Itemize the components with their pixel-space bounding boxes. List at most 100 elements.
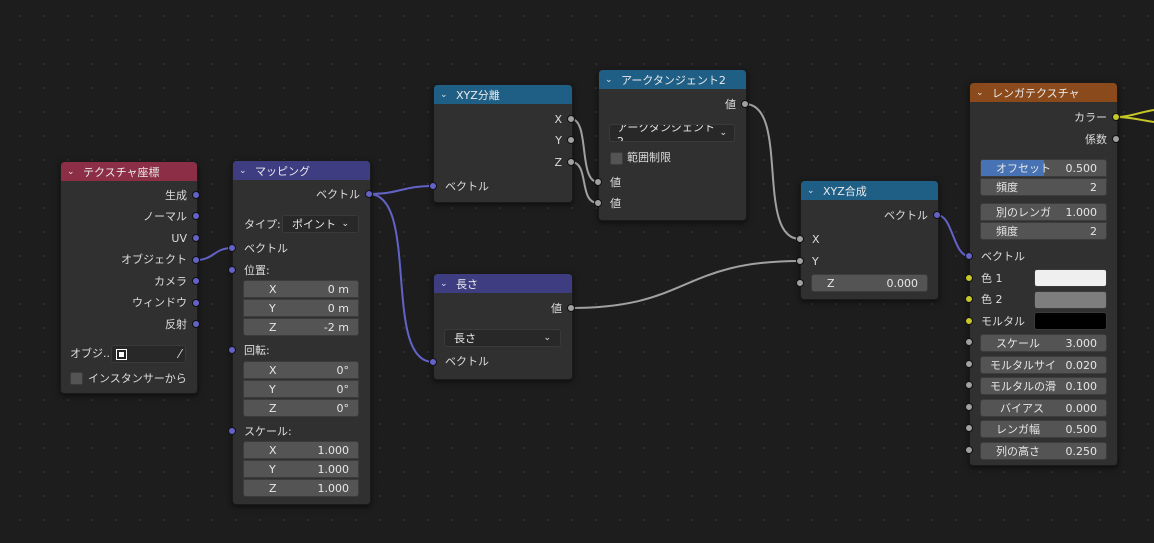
socket-brick-color1-in[interactable] xyxy=(965,274,973,282)
node-header[interactable]: ⌄ アークタンジェント2 xyxy=(599,70,746,89)
separate-xyz-node[interactable]: ⌄ XYZ分離 X Y Z ベクトル xyxy=(433,84,573,203)
socket-arctan-out[interactable] xyxy=(741,100,749,108)
brick-width-field[interactable]: レンガ幅 0.500 xyxy=(980,420,1107,438)
socket-separate-vector-in[interactable] xyxy=(429,182,437,190)
squash-frequency-field[interactable]: 頻度 2 xyxy=(980,222,1107,240)
operation-dropdown[interactable]: 長さ ⌄ xyxy=(444,329,561,347)
collapse-chevron-icon[interactable]: ⌄ xyxy=(239,165,247,176)
socket-mapping-rotation[interactable] xyxy=(228,346,236,354)
combine-xyz-node[interactable]: ⌄ XYZ合成 ベクトル X Y Z 0.000 xyxy=(800,180,939,300)
collapse-chevron-icon[interactable]: ⌄ xyxy=(440,278,448,289)
socket-normal[interactable] xyxy=(192,212,200,220)
socket-brick-bias-in[interactable] xyxy=(965,403,973,411)
socket-brick-color-out[interactable] xyxy=(1112,113,1120,121)
operation-dropdown[interactable]: アークタンジェント2 ⌄ xyxy=(609,124,735,142)
socket-brick-mortar-in[interactable] xyxy=(965,317,973,325)
field-value: 0.000 xyxy=(1065,401,1098,415)
socket-mapping-vector-in[interactable] xyxy=(228,244,236,252)
bias-field[interactable]: バイアス 0.000 xyxy=(980,399,1107,417)
socket-separate-y[interactable] xyxy=(567,136,575,144)
socket-generated[interactable] xyxy=(192,191,200,199)
socket-brick-mortar-smooth-in[interactable] xyxy=(965,381,973,389)
output-y: Y xyxy=(555,134,562,147)
socket-camera[interactable] xyxy=(192,277,200,285)
node-header[interactable]: ⌄ XYZ分離 xyxy=(434,85,572,104)
socket-mapping-vector-out[interactable] xyxy=(365,190,373,198)
clamp-checkbox[interactable] xyxy=(610,152,623,165)
field-value: 0 m xyxy=(327,301,349,315)
socket-arctan-value1-in[interactable] xyxy=(594,178,602,186)
vector-length-node[interactable]: ⌄ 長さ 値 長さ ⌄ ベクトル xyxy=(433,273,573,380)
socket-combine-x-in[interactable] xyxy=(796,235,804,243)
location-z-field[interactable]: Z-2 m xyxy=(243,318,359,336)
color2-label: 色 2 xyxy=(981,293,1003,306)
socket-separate-x[interactable] xyxy=(567,115,575,123)
node-header[interactable]: ⌄ 長さ xyxy=(434,274,572,293)
color2-swatch[interactable] xyxy=(1034,291,1107,309)
field-value: 0.250 xyxy=(1065,444,1098,458)
socket-mapping-scale[interactable] xyxy=(228,427,236,435)
link-length-to-combine-y xyxy=(570,260,801,309)
collapse-chevron-icon[interactable]: ⌄ xyxy=(976,87,984,98)
node-header[interactable]: ⌄ テクスチャ座標 xyxy=(61,162,197,181)
collapse-chevron-icon[interactable]: ⌄ xyxy=(440,89,448,100)
collapse-chevron-icon[interactable]: ⌄ xyxy=(807,185,815,196)
row-height-field[interactable]: 列の高さ 0.250 xyxy=(980,442,1107,460)
socket-combine-z-in[interactable] xyxy=(796,279,804,287)
collapse-chevron-icon[interactable]: ⌄ xyxy=(605,74,613,85)
socket-brick-row-height-in[interactable] xyxy=(965,446,973,454)
socket-brick-scale-in[interactable] xyxy=(965,338,973,346)
squash-field[interactable]: 別のレンガ 1.000 xyxy=(980,203,1107,221)
type-dropdown[interactable]: ポイント ⌄ xyxy=(282,215,359,233)
output-value-label: 値 xyxy=(551,302,562,315)
field-value: 0.000 xyxy=(886,276,919,290)
socket-window[interactable] xyxy=(192,299,200,307)
texture-coordinate-node[interactable]: ⌄ テクスチャ座標 生成 ノーマル UV オブジェクト カメラ ウィンドウ 反射… xyxy=(60,161,198,394)
socket-length-vector-in[interactable] xyxy=(429,358,437,366)
socket-brick-width-in[interactable] xyxy=(965,424,973,432)
node-header[interactable]: ⌄ マッピング xyxy=(233,161,370,180)
socket-brick-color2-in[interactable] xyxy=(965,295,973,303)
mortar-size-field[interactable]: モルタルサイ 0.020 xyxy=(980,356,1107,374)
socket-reflection[interactable] xyxy=(192,320,200,328)
collapse-chevron-icon[interactable]: ⌄ xyxy=(67,166,75,177)
socket-combine-y-in[interactable] xyxy=(796,257,804,265)
socket-brick-mortar-size-in[interactable] xyxy=(965,360,973,368)
field-label: 列の高さ xyxy=(996,445,1040,458)
offset-frequency-field[interactable]: 頻度 2 xyxy=(980,178,1107,196)
scale-field[interactable]: スケール 3.000 xyxy=(980,334,1107,352)
mortar-swatch[interactable] xyxy=(1034,312,1107,330)
arctan2-math-node[interactable]: ⌄ アークタンジェント2 値 アークタンジェント2 ⌄ 範囲制限 値 値 xyxy=(598,69,747,221)
node-header[interactable]: ⌄ レンガテクスチャ xyxy=(970,83,1117,102)
link-brick-color-out-1 xyxy=(1115,109,1154,118)
eyedropper-icon[interactable]: ⁄ xyxy=(178,347,181,361)
socket-object[interactable] xyxy=(192,256,200,264)
mortar-smooth-field[interactable]: モルタルの滑 0.100 xyxy=(980,377,1107,395)
brick-texture-node[interactable]: ⌄ レンガテクスチャ カラー 係数 オフセット 0.500 頻度 2 別のレンガ… xyxy=(969,82,1118,466)
node-title: アークタンジェント2 xyxy=(621,73,726,87)
from-instancer-checkbox[interactable] xyxy=(70,372,83,385)
socket-separate-z[interactable] xyxy=(567,158,575,166)
socket-arctan-value2-in[interactable] xyxy=(594,199,602,207)
object-picker[interactable]: ⁄ xyxy=(111,345,186,363)
node-header[interactable]: ⌄ XYZ合成 xyxy=(801,181,938,200)
color1-swatch[interactable] xyxy=(1034,269,1107,287)
offset-slider[interactable]: オフセット 0.500 xyxy=(980,159,1107,177)
axis-label: X xyxy=(269,443,277,457)
socket-uv[interactable] xyxy=(192,234,200,242)
z-value-field[interactable]: Z 0.000 xyxy=(811,274,928,292)
socket-brick-vector-in[interactable] xyxy=(965,252,973,260)
socket-mapping-location[interactable] xyxy=(228,266,236,274)
socket-combine-vector-out[interactable] xyxy=(933,211,941,219)
socket-brick-fac-out[interactable] xyxy=(1112,135,1120,143)
socket-length-out[interactable] xyxy=(567,304,575,312)
